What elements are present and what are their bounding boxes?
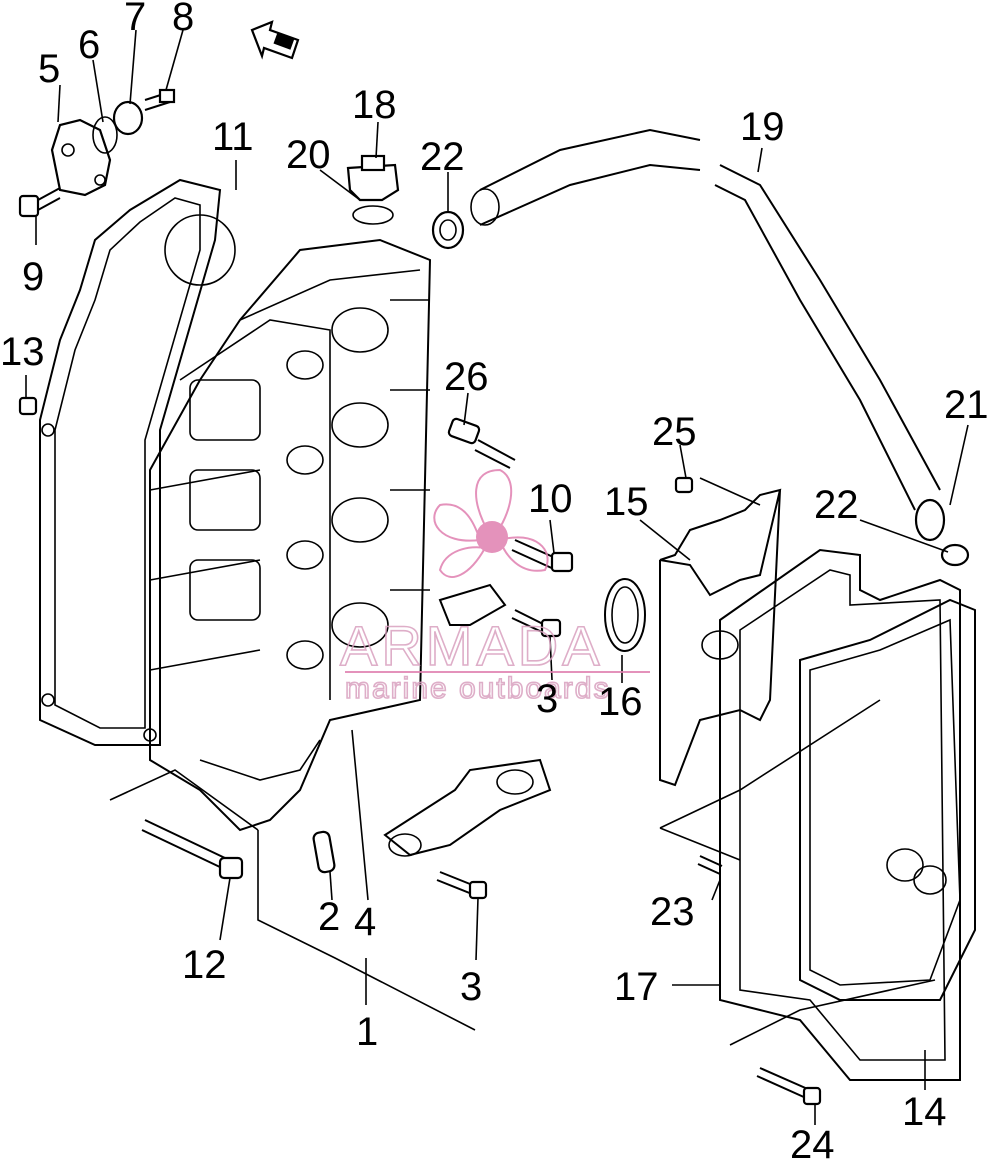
forward-arrow-icon — [250, 20, 300, 60]
part-label-18: 18 — [352, 83, 397, 127]
bolt-3-upper — [511, 609, 562, 638]
part-label-13: 13 — [0, 330, 45, 374]
part-label-26: 26 — [444, 355, 489, 399]
bolt-12 — [141, 819, 244, 880]
part-label-1: 1 — [356, 1010, 378, 1054]
part-label-7: 7 — [124, 0, 146, 39]
watermark-tagline: marine outboards — [345, 672, 610, 705]
part-label-12: 12 — [182, 943, 227, 987]
part-label-19: 19 — [740, 105, 785, 149]
leader-lines — [25, 29, 969, 1125]
part-label-16: 16 — [598, 680, 643, 724]
dowel-2 — [312, 830, 336, 874]
bolt-9 — [18, 187, 61, 218]
hose-clamp-top — [431, 210, 465, 250]
watermark: ARMADA marine outboards — [339, 468, 650, 706]
part-label-10: 10 — [528, 477, 573, 521]
part-label-4: 4 — [354, 900, 376, 944]
part-label-15: 15 — [604, 480, 649, 524]
dowel-13 — [18, 396, 38, 416]
bolt-23 — [697, 855, 723, 875]
propeller-logo-icon — [433, 468, 549, 578]
part-label-21: 21 — [944, 383, 989, 427]
part-label-24: 24 — [790, 1123, 835, 1161]
thermostat-cover — [50, 88, 176, 197]
cylinder-head-cover — [719, 548, 976, 1081]
bolt-3-lower — [436, 871, 488, 900]
part-label-23: 23 — [650, 890, 695, 934]
oil-filler-cap — [346, 154, 400, 225]
part-label-3-upper: 3 — [536, 677, 558, 721]
hose-clamp-bottom — [940, 543, 970, 567]
breather-hose — [470, 128, 946, 542]
bearing-caps — [383, 583, 552, 857]
watermark-brand: ARMADA — [340, 614, 604, 677]
part-label-22-bottom: 22 — [814, 483, 859, 527]
o-ring-16 — [604, 578, 646, 652]
part-label-17: 17 — [614, 965, 659, 1009]
part-label-6: 6 — [78, 23, 100, 67]
sensor-26 — [447, 417, 516, 469]
cylinder-head — [149, 238, 432, 832]
part-label-3-lower: 3 — [460, 965, 482, 1009]
bolt-24 — [756, 1067, 822, 1106]
part-label-20: 20 — [286, 133, 331, 177]
part-label-22-top: 22 — [420, 135, 465, 179]
part-label-5: 5 — [38, 47, 60, 91]
part-label-9: 9 — [22, 255, 44, 299]
part-label-25: 25 — [652, 410, 697, 454]
part-label-8: 8 — [172, 0, 194, 39]
part-label-14: 14 — [902, 1090, 947, 1134]
part-label-2: 2 — [318, 895, 340, 939]
part-label-11: 11 — [212, 115, 254, 159]
bolt-25 — [674, 476, 694, 494]
bolt-10 — [511, 539, 574, 573]
